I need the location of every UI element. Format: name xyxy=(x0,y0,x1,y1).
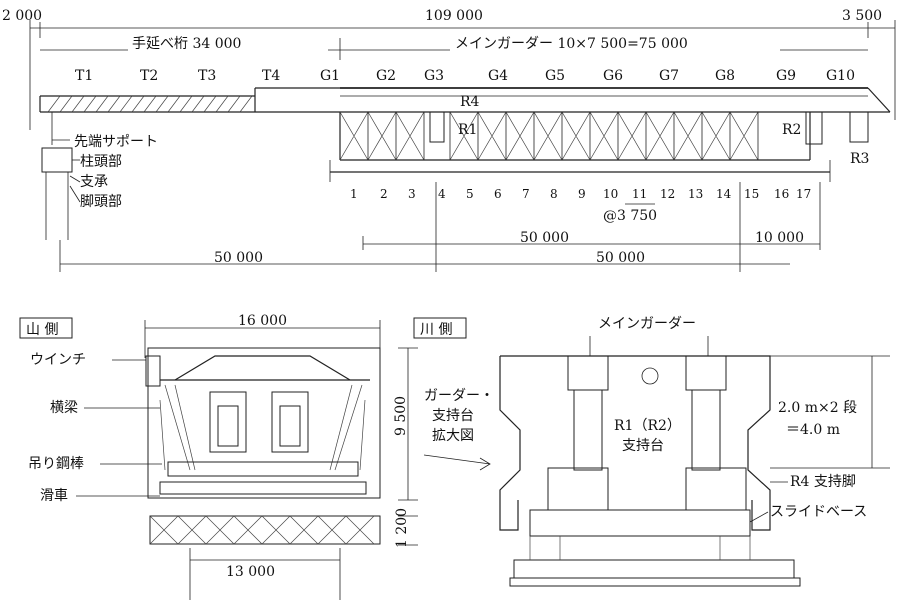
dim-bottom-50000-b: 50 000 xyxy=(214,250,263,266)
bay-number: 7 xyxy=(522,187,530,201)
river-height-note-2: ＝4.0 m xyxy=(786,422,840,438)
river-caption-2: 支持台 xyxy=(432,408,474,424)
bay-number: 1 xyxy=(350,187,358,201)
girder-label-g4: G4 xyxy=(488,68,508,84)
girder-label-g6: G6 xyxy=(603,68,623,84)
girder-label-g9: G9 xyxy=(776,68,796,84)
girder-label-g10: G10 xyxy=(826,68,855,84)
bay-number: 16 xyxy=(774,187,789,201)
mountain-side-view: 山 側 16 000 9 500 1 200 xyxy=(19,313,418,600)
dim-bottom-50000-a: 50 000 xyxy=(520,230,569,246)
bay-number: 8 xyxy=(550,187,558,201)
support-label-r1: R1 xyxy=(458,122,477,138)
pier-label-head: 柱頭部 xyxy=(80,154,122,170)
label-winch: ウインチ xyxy=(30,352,86,368)
bay-number: 10 xyxy=(603,187,618,201)
label-pulley: 滑車 xyxy=(40,487,68,504)
top-elevation: 2 000 109 000 3 500 手延べ桁 34 000 メインガーダー … xyxy=(2,8,896,272)
bay-numbers: 1 2 3 4 5 6 7 8 9 10 11 12 13 14 15 16 1… xyxy=(350,187,811,201)
bay-number: 4 xyxy=(438,187,446,201)
bay-number: 5 xyxy=(466,187,474,201)
bay-number: 17 xyxy=(796,187,811,201)
river-main-girder: メインガーダー xyxy=(598,316,696,332)
bay-number: 3 xyxy=(408,187,416,201)
river-caption-3: 拡大図 xyxy=(432,428,474,444)
girder-label-g8: G8 xyxy=(715,68,735,84)
river-height-note-1: 2.0 m×2 段 xyxy=(778,400,857,416)
mountain-width-top: 16 000 xyxy=(238,313,287,329)
river-side-view: 川 側 ガーダー・ 支持台 拡大図 メインガーダー R1（R2） 支持台 2.0… xyxy=(413,316,890,587)
mountain-width-bottom: 13 000 xyxy=(226,564,275,580)
bay-number: 15 xyxy=(744,187,759,201)
support-label-r3: R3 xyxy=(850,151,869,167)
girder-label-g3: G3 xyxy=(424,68,444,84)
nose-label-t3: T3 xyxy=(198,68,216,84)
river-support-1: R1（R2） xyxy=(614,418,681,434)
pier-label-bearing: 支承 xyxy=(80,174,108,190)
main-girder xyxy=(340,87,891,113)
bay-number: 13 xyxy=(688,187,703,201)
pier xyxy=(41,112,81,240)
pier-label-base: 脚頭部 xyxy=(80,194,122,210)
river-caption-1: ガーダー・ xyxy=(424,388,494,404)
bay-number: 9 xyxy=(578,187,586,201)
pier-label-tip: 先端サポート xyxy=(74,134,158,150)
dim-total-109000: 109 000 xyxy=(425,8,483,24)
river-r4-leg: R4 支持脚 xyxy=(790,474,856,490)
girder-label-g5: G5 xyxy=(545,68,565,84)
girder-label-g7: G7 xyxy=(659,68,679,84)
nose-label-t1: T1 xyxy=(75,68,93,84)
bay-number: 11 xyxy=(632,187,647,201)
label-cross-beam: 横梁 xyxy=(50,400,78,416)
mountain-height: 9 500 xyxy=(393,396,409,436)
mountain-tag: 山 側 xyxy=(26,322,58,338)
river-slide-base: スライドベース xyxy=(770,504,867,520)
bay-number: 6 xyxy=(494,187,502,201)
label-rod: 吊り鋼棒 xyxy=(28,456,84,472)
support-label-r4: R4 xyxy=(460,94,480,110)
dim-left-2000: 2 000 xyxy=(2,8,42,24)
bay-number: 12 xyxy=(660,187,675,201)
nose-label-t2: T2 xyxy=(140,68,158,84)
span-nose-label: 手延べ桁 34 000 xyxy=(132,36,241,52)
river-support-2: 支持台 xyxy=(622,438,664,454)
launching-frame xyxy=(329,111,869,182)
support-label-r2: R2 xyxy=(782,122,801,138)
girder-label-g1: G1 xyxy=(320,68,340,84)
girder-label-g2: G2 xyxy=(376,68,396,84)
bay-number: 14 xyxy=(716,187,732,201)
pitch-label: @3 750 xyxy=(603,208,657,224)
bay-number: 2 xyxy=(380,187,388,201)
dim-right-3500: 3 500 xyxy=(842,8,882,24)
nose-girder xyxy=(39,87,340,113)
river-tag: 川 側 xyxy=(420,322,452,338)
dim-bottom-10000: 10 000 xyxy=(755,230,804,246)
span-main-label: メインガーダー 10×7 500=75 000 xyxy=(455,36,688,52)
nose-label-t4: T4 xyxy=(262,68,280,84)
mountain-base-height: 1 200 xyxy=(394,508,410,548)
dim-bottom-50000-c: 50 000 xyxy=(596,250,645,266)
